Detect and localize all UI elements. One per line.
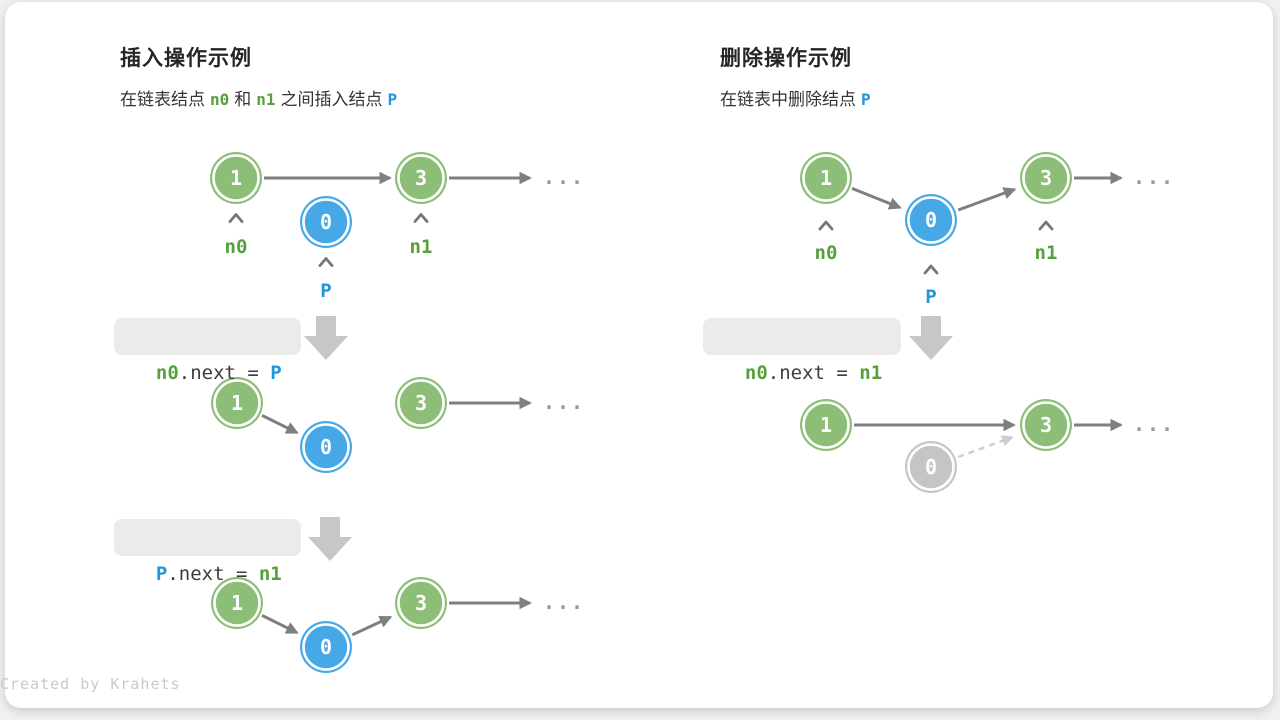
var-p: P (861, 90, 871, 109)
pointer-caret-icon (1038, 220, 1054, 231)
list-node-blue: 0 (300, 196, 352, 248)
pointer-caret-icon (318, 257, 334, 267)
pointer-label-n1: n1 (1035, 242, 1058, 264)
list-node-green: 1 (211, 577, 263, 629)
list-node-gray-removed: 0 (905, 441, 957, 493)
pointer-label-p: P (925, 286, 936, 308)
node-value: 1 (230, 166, 242, 190)
node-value: 3 (1040, 166, 1052, 190)
down-arrow-icon (304, 316, 348, 360)
code-rhs: n1 (859, 362, 883, 384)
delete-panel-title: 删除操作示例 (720, 47, 852, 70)
list-node-blue: 0 (300, 621, 352, 673)
code-label-insert-step2: P.next = n1 (114, 519, 301, 585)
list-node-green: 3 (1020, 399, 1072, 451)
credit-text: Created by Krahets (0, 675, 181, 693)
pointer-label-n0: n0 (225, 236, 248, 258)
pointer-caret-icon (923, 264, 939, 275)
code-mid: .next = (178, 362, 271, 384)
subtitle-text: 在链表结点 (120, 90, 205, 109)
down-arrow-icon (308, 517, 352, 561)
ellipsis: ... (543, 590, 585, 614)
list-node-green: 3 (395, 152, 447, 204)
list-node-green: 1 (210, 152, 262, 204)
list-node-blue: 0 (905, 194, 957, 246)
pointer-label-n1: n1 (410, 236, 433, 258)
pointer-caret-icon (413, 213, 429, 223)
var-p: P (387, 90, 398, 109)
subtitle-text: 之间插入结点 (280, 90, 383, 109)
node-value: 0 (925, 208, 937, 232)
code-mid: .next = (167, 563, 259, 585)
code-rhs: n1 (258, 563, 282, 585)
code-mid: .next = (767, 362, 860, 384)
ellipsis: ... (543, 390, 585, 414)
code-lhs: P (155, 563, 168, 585)
insert-panel-title: 插入操作示例 (120, 47, 252, 70)
next-arrow (851, 187, 902, 210)
node-value: 1 (231, 391, 243, 415)
pointer-label-p: P (320, 280, 331, 302)
insert-step1-diagram: ... 1 3 0 n0 n1 P (210, 152, 585, 302)
var-n1: n1 (256, 90, 276, 109)
ellipsis: ... (1133, 412, 1175, 436)
next-arrow (261, 614, 299, 635)
node-value: 0 (925, 455, 937, 479)
node-value: 3 (415, 391, 427, 415)
node-value: 3 (1040, 413, 1052, 437)
ellipsis: ... (1133, 165, 1175, 189)
pointer-caret-icon (228, 213, 244, 223)
next-arrow (351, 615, 393, 637)
node-value: 1 (820, 413, 832, 437)
node-value: 3 (415, 591, 427, 615)
next-arrow (261, 414, 299, 435)
delete-step2-diagram: ... 1 0 3 (800, 399, 1175, 493)
code-label-delete-step1: n0.next = n1 (703, 318, 902, 384)
list-node-blue: 0 (300, 421, 352, 473)
list-node-green: 3 (395, 577, 447, 629)
pointer-caret-icon (818, 220, 834, 231)
list-node-green: 1 (800, 152, 852, 204)
down-arrow-icon (909, 316, 953, 360)
node-value: 1 (820, 166, 832, 190)
insert-step2-diagram: ... 1 0 3 (211, 377, 585, 473)
var-n0: n0 (210, 90, 230, 109)
list-node-green: 3 (1020, 152, 1072, 204)
removed-next-arrow (957, 435, 1014, 459)
code-lhs: n0 (744, 362, 768, 384)
code-label-insert-step1: n0.next = P (114, 318, 301, 384)
node-value: 1 (231, 591, 243, 615)
list-node-green: 1 (800, 399, 852, 451)
node-value: 0 (320, 435, 332, 459)
ellipsis: ... (543, 165, 585, 189)
pointer-label-n0: n0 (815, 242, 838, 264)
code-lhs: n0 (155, 362, 179, 384)
delete-panel-subtitle: 在链表中删除结点 P (720, 85, 876, 110)
delete-step1-diagram: ... 1 0 3 n0 n1 P (800, 152, 1175, 308)
next-arrow (957, 187, 1017, 212)
node-value: 0 (320, 635, 332, 659)
subtitle-text: 在链表中删除结点 (720, 90, 856, 109)
list-node-green: 1 (211, 377, 263, 429)
node-value: 0 (320, 210, 332, 234)
subtitle-text: 和 (234, 90, 252, 109)
node-value: 3 (415, 166, 427, 190)
insert-step3-diagram: ... 1 0 3 (211, 577, 585, 673)
code-rhs: P (270, 362, 282, 384)
list-node-green: 3 (395, 377, 447, 429)
